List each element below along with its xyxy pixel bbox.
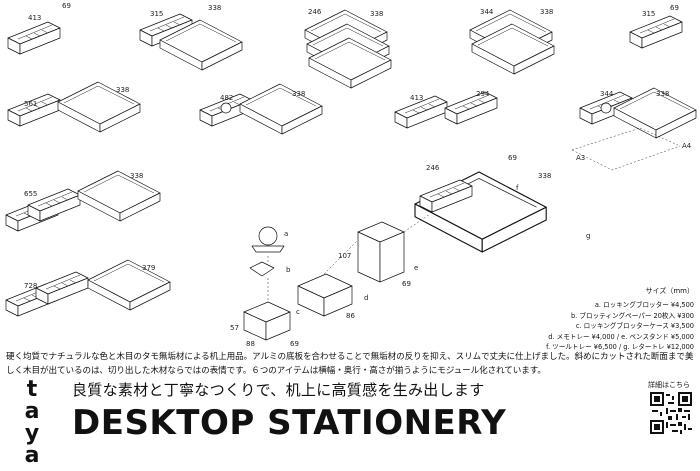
price-item: d. メモトレー ¥4,000 / e. ペンスタンド ¥5,000 xyxy=(548,332,694,341)
dimension-labels: 413 69 315 338 246 338 344 338 315 69 56… xyxy=(24,2,692,348)
svg-text:246: 246 xyxy=(308,8,322,16)
svg-text:a: a xyxy=(25,399,40,424)
svg-text:69: 69 xyxy=(62,2,71,10)
svg-text:338: 338 xyxy=(130,172,143,180)
price-item: c. ロッキングブロッターケース ¥3,500 xyxy=(575,322,694,331)
svg-text:c: c xyxy=(296,308,300,316)
price-list: サイズ（mm） a. ロッキングブロッター ¥4,500 b. ブロッティングペ… xyxy=(494,286,694,353)
svg-text:338: 338 xyxy=(538,172,551,180)
svg-text:338: 338 xyxy=(292,90,305,98)
svg-text:69: 69 xyxy=(402,280,411,288)
svg-text:69: 69 xyxy=(508,154,517,162)
exploded-view xyxy=(243,171,547,341)
svg-text:b: b xyxy=(286,266,291,274)
svg-text:344: 344 xyxy=(480,8,494,16)
config-9 xyxy=(579,87,697,139)
svg-text:315: 315 xyxy=(642,10,655,18)
product-description: 硬く均質でナチュラルな色と木目のタモ無垢材による机上用品。アルミの底板を合わせる… xyxy=(6,352,694,376)
config-7 xyxy=(199,83,323,135)
svg-text:338: 338 xyxy=(540,8,553,16)
svg-text:107: 107 xyxy=(338,252,351,260)
svg-text:y: y xyxy=(25,421,39,446)
svg-text:A4: A4 xyxy=(682,142,692,150)
svg-text:A3: A3 xyxy=(576,154,585,162)
svg-text:315: 315 xyxy=(150,10,163,18)
svg-text:f: f xyxy=(516,184,519,192)
config-10 xyxy=(5,170,161,232)
config-5 xyxy=(629,15,683,49)
svg-text:86: 86 xyxy=(346,312,355,320)
svg-text:482: 482 xyxy=(220,94,233,102)
svg-text:69: 69 xyxy=(670,4,679,12)
svg-text:413: 413 xyxy=(28,14,41,22)
size-unit-label: サイズ（mm） xyxy=(645,287,694,295)
svg-text:88: 88 xyxy=(246,340,255,348)
svg-text:294: 294 xyxy=(476,90,490,98)
svg-text:338: 338 xyxy=(116,86,129,94)
qr-code[interactable] xyxy=(650,392,692,434)
svg-text:338: 338 xyxy=(370,10,383,18)
product-layout-diagram: 413 69 315 338 246 338 344 338 315 69 56… xyxy=(5,2,697,348)
config-3 xyxy=(304,9,392,89)
svg-text:338: 338 xyxy=(208,4,221,12)
svg-text:344: 344 xyxy=(600,90,614,98)
svg-text:413: 413 xyxy=(410,94,423,102)
svg-text:69: 69 xyxy=(290,340,299,348)
svg-text:246: 246 xyxy=(426,164,440,172)
config-2 xyxy=(139,13,243,71)
price-item: a. ロッキングブロッター ¥4,500 xyxy=(594,301,694,309)
tagline: 良質な素材と丁寧なつくりで、机上に高質感を生み出します xyxy=(72,381,485,399)
svg-text:379: 379 xyxy=(142,264,155,272)
svg-text:g: g xyxy=(586,232,590,240)
svg-text:a: a xyxy=(284,230,288,238)
svg-text:338: 338 xyxy=(656,90,669,98)
svg-text:e: e xyxy=(414,264,418,272)
config-1 xyxy=(7,21,61,55)
price-item: f. ツールトレー ¥6,500 / g. レタートレ ¥12,000 xyxy=(546,343,694,352)
config-4 xyxy=(469,9,555,75)
brand-title: DESKTOP STATIONERY xyxy=(72,403,507,443)
svg-text:561: 561 xyxy=(24,100,37,108)
svg-text:d: d xyxy=(364,294,368,302)
svg-text:728: 728 xyxy=(24,282,37,290)
svg-text:t: t xyxy=(27,377,38,402)
svg-text:57: 57 xyxy=(230,324,239,332)
svg-text:655: 655 xyxy=(24,190,37,198)
price-item: b. ブロッティングペーパー 20枚入 ¥300 xyxy=(571,311,694,320)
svg-text:a: a xyxy=(25,443,40,466)
tayta-logo: t a y a xyxy=(6,376,58,466)
details-label: 詳細はこちら xyxy=(648,381,690,389)
